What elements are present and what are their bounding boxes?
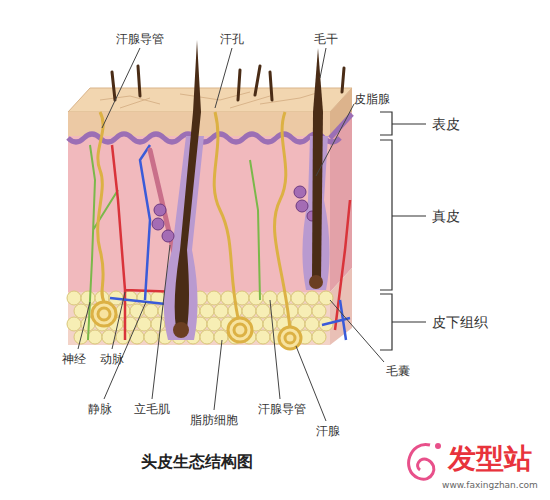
sebaceous-gland xyxy=(152,186,317,242)
part-label: 神经 xyxy=(62,352,86,366)
watermark: 发型站 xyxy=(448,442,532,476)
layer-label: 真皮 xyxy=(432,208,460,225)
hair-shaft xyxy=(175,40,201,328)
watermark-url: www.faxingzhan.com xyxy=(442,480,538,491)
fat-cell xyxy=(291,291,305,305)
fat-cell xyxy=(88,330,102,344)
layer-bracket xyxy=(380,112,426,350)
layer-label: 皮下组织 xyxy=(432,314,488,331)
short-hair xyxy=(112,66,344,100)
hair-shaft xyxy=(312,48,323,280)
part-label: 毛干 xyxy=(314,32,338,46)
fat-cell xyxy=(81,291,95,305)
fat-cell xyxy=(319,291,333,305)
part-label: 汗腺导管 xyxy=(258,402,306,416)
hair-bulb xyxy=(173,322,189,338)
fat-cell xyxy=(256,304,270,318)
layer-label: 表皮 xyxy=(432,116,460,133)
fat-cell xyxy=(200,304,214,318)
fat-cell xyxy=(116,304,130,318)
logo-swirl xyxy=(409,444,434,479)
fat-cell xyxy=(130,330,144,344)
dermal-junction-side xyxy=(330,114,352,138)
fat-cells xyxy=(67,291,333,344)
fat-cell xyxy=(263,317,277,331)
fat-cell xyxy=(242,304,256,318)
part-label: 静脉 xyxy=(88,402,112,416)
dermal-junction xyxy=(68,134,340,142)
fat-cell xyxy=(312,330,326,344)
fat-cell xyxy=(200,330,214,344)
fat-cell xyxy=(207,317,221,331)
fat-cell xyxy=(256,330,270,344)
part-label: 汗孔 xyxy=(220,32,244,46)
fat-cell xyxy=(214,304,228,318)
fat-cell xyxy=(298,304,312,318)
fat-cell xyxy=(67,317,81,331)
logo-dot xyxy=(435,443,441,449)
leader-line xyxy=(78,48,384,421)
fat-cell xyxy=(207,291,221,305)
skin-top-face xyxy=(68,88,352,112)
part-label: 毛囊 xyxy=(386,364,410,378)
fat-cell xyxy=(151,317,165,331)
fat-cell xyxy=(235,291,249,305)
fat-cell xyxy=(74,304,88,318)
arrector-pili xyxy=(150,150,176,262)
diagram-title: 头皮生态结构图 xyxy=(141,452,253,471)
subcutaneous-layer xyxy=(68,292,330,345)
fat-cell xyxy=(116,330,130,344)
fat-cell xyxy=(67,291,81,305)
hair-bulb xyxy=(309,275,323,289)
part-label: 皮脂腺 xyxy=(354,92,390,106)
part-label: 汗腺 xyxy=(316,424,340,438)
part-label: 动脉 xyxy=(100,352,124,366)
fat-cell xyxy=(144,330,158,344)
fat-cell xyxy=(144,304,158,318)
part-label: 脂肪细胞 xyxy=(190,413,238,427)
fat-cell xyxy=(305,291,319,305)
fat-cell xyxy=(312,304,326,318)
part-label: 立毛肌 xyxy=(134,402,170,416)
part-label: 汗腺导管 xyxy=(116,32,164,46)
fat-cell xyxy=(214,330,228,344)
fat-cell xyxy=(305,317,319,331)
skin-cells xyxy=(100,92,320,108)
